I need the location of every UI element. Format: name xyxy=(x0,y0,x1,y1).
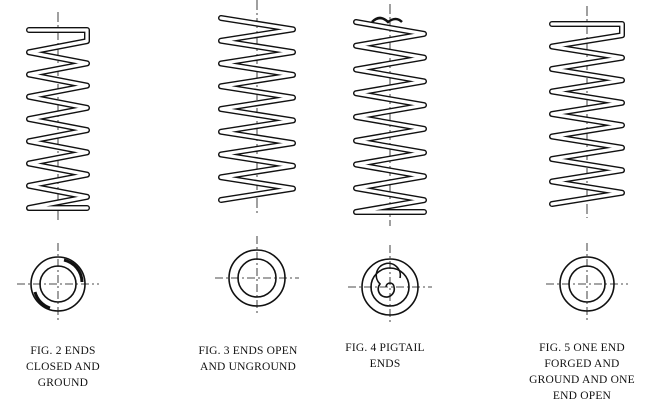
end-view-fig4 xyxy=(348,245,432,325)
caption-fig-4: Fig. 4 Pigtail Ends xyxy=(330,340,440,372)
spring-side-view-fig5 xyxy=(549,6,625,218)
inner-ring xyxy=(39,265,77,303)
inner-ring xyxy=(568,265,606,303)
spring-side-view-fig3 xyxy=(218,0,296,214)
caption-line: Fig. 2 Ends xyxy=(30,345,96,357)
caption-line: Ground xyxy=(37,377,89,389)
end-view-fig5 xyxy=(546,243,628,321)
coil-wire-fill xyxy=(354,20,426,214)
caption-line: Ground and One xyxy=(529,374,635,386)
inner-ring xyxy=(370,267,410,307)
outer-ring xyxy=(30,256,86,312)
caption-fig-3: Fig. 3 Ends Open and Unground xyxy=(178,343,318,375)
spring-side-view-fig2 xyxy=(26,12,90,222)
pigtail-spiral xyxy=(375,262,402,298)
coil-wire-fill xyxy=(550,22,624,206)
caption-fig-5: Fig. 5 One End Forged and Ground and One… xyxy=(518,340,646,404)
caption-line: Forged and xyxy=(544,358,620,370)
caption-line: Fig. 4 Pigtail xyxy=(345,342,425,354)
coil-wire-fill xyxy=(27,28,89,210)
caption-line: Fig. 5 One End xyxy=(539,342,625,354)
outer-ring xyxy=(228,249,286,307)
caption-line: Ends xyxy=(369,358,401,370)
coil-wire-fill xyxy=(219,16,295,202)
end-view-fig2 xyxy=(17,243,99,321)
caption-line: Closed and xyxy=(26,361,100,373)
outer-ring xyxy=(559,256,615,312)
outer-ring xyxy=(361,258,419,316)
ground-end-mark xyxy=(33,291,51,310)
inner-ring xyxy=(237,258,277,298)
caption-line: Fig. 3 Ends Open xyxy=(198,345,298,357)
springs-layer xyxy=(17,0,628,325)
end-view-fig3 xyxy=(215,236,299,316)
caption-line: End Open xyxy=(552,390,612,402)
caption-fig-2: Fig. 2 Ends Closed and Ground xyxy=(8,343,118,391)
ground-end-mark xyxy=(63,258,84,283)
pigtail-loop xyxy=(371,16,403,24)
spring-side-view-fig4 xyxy=(353,4,427,226)
caption-line: and Unground xyxy=(200,361,296,373)
